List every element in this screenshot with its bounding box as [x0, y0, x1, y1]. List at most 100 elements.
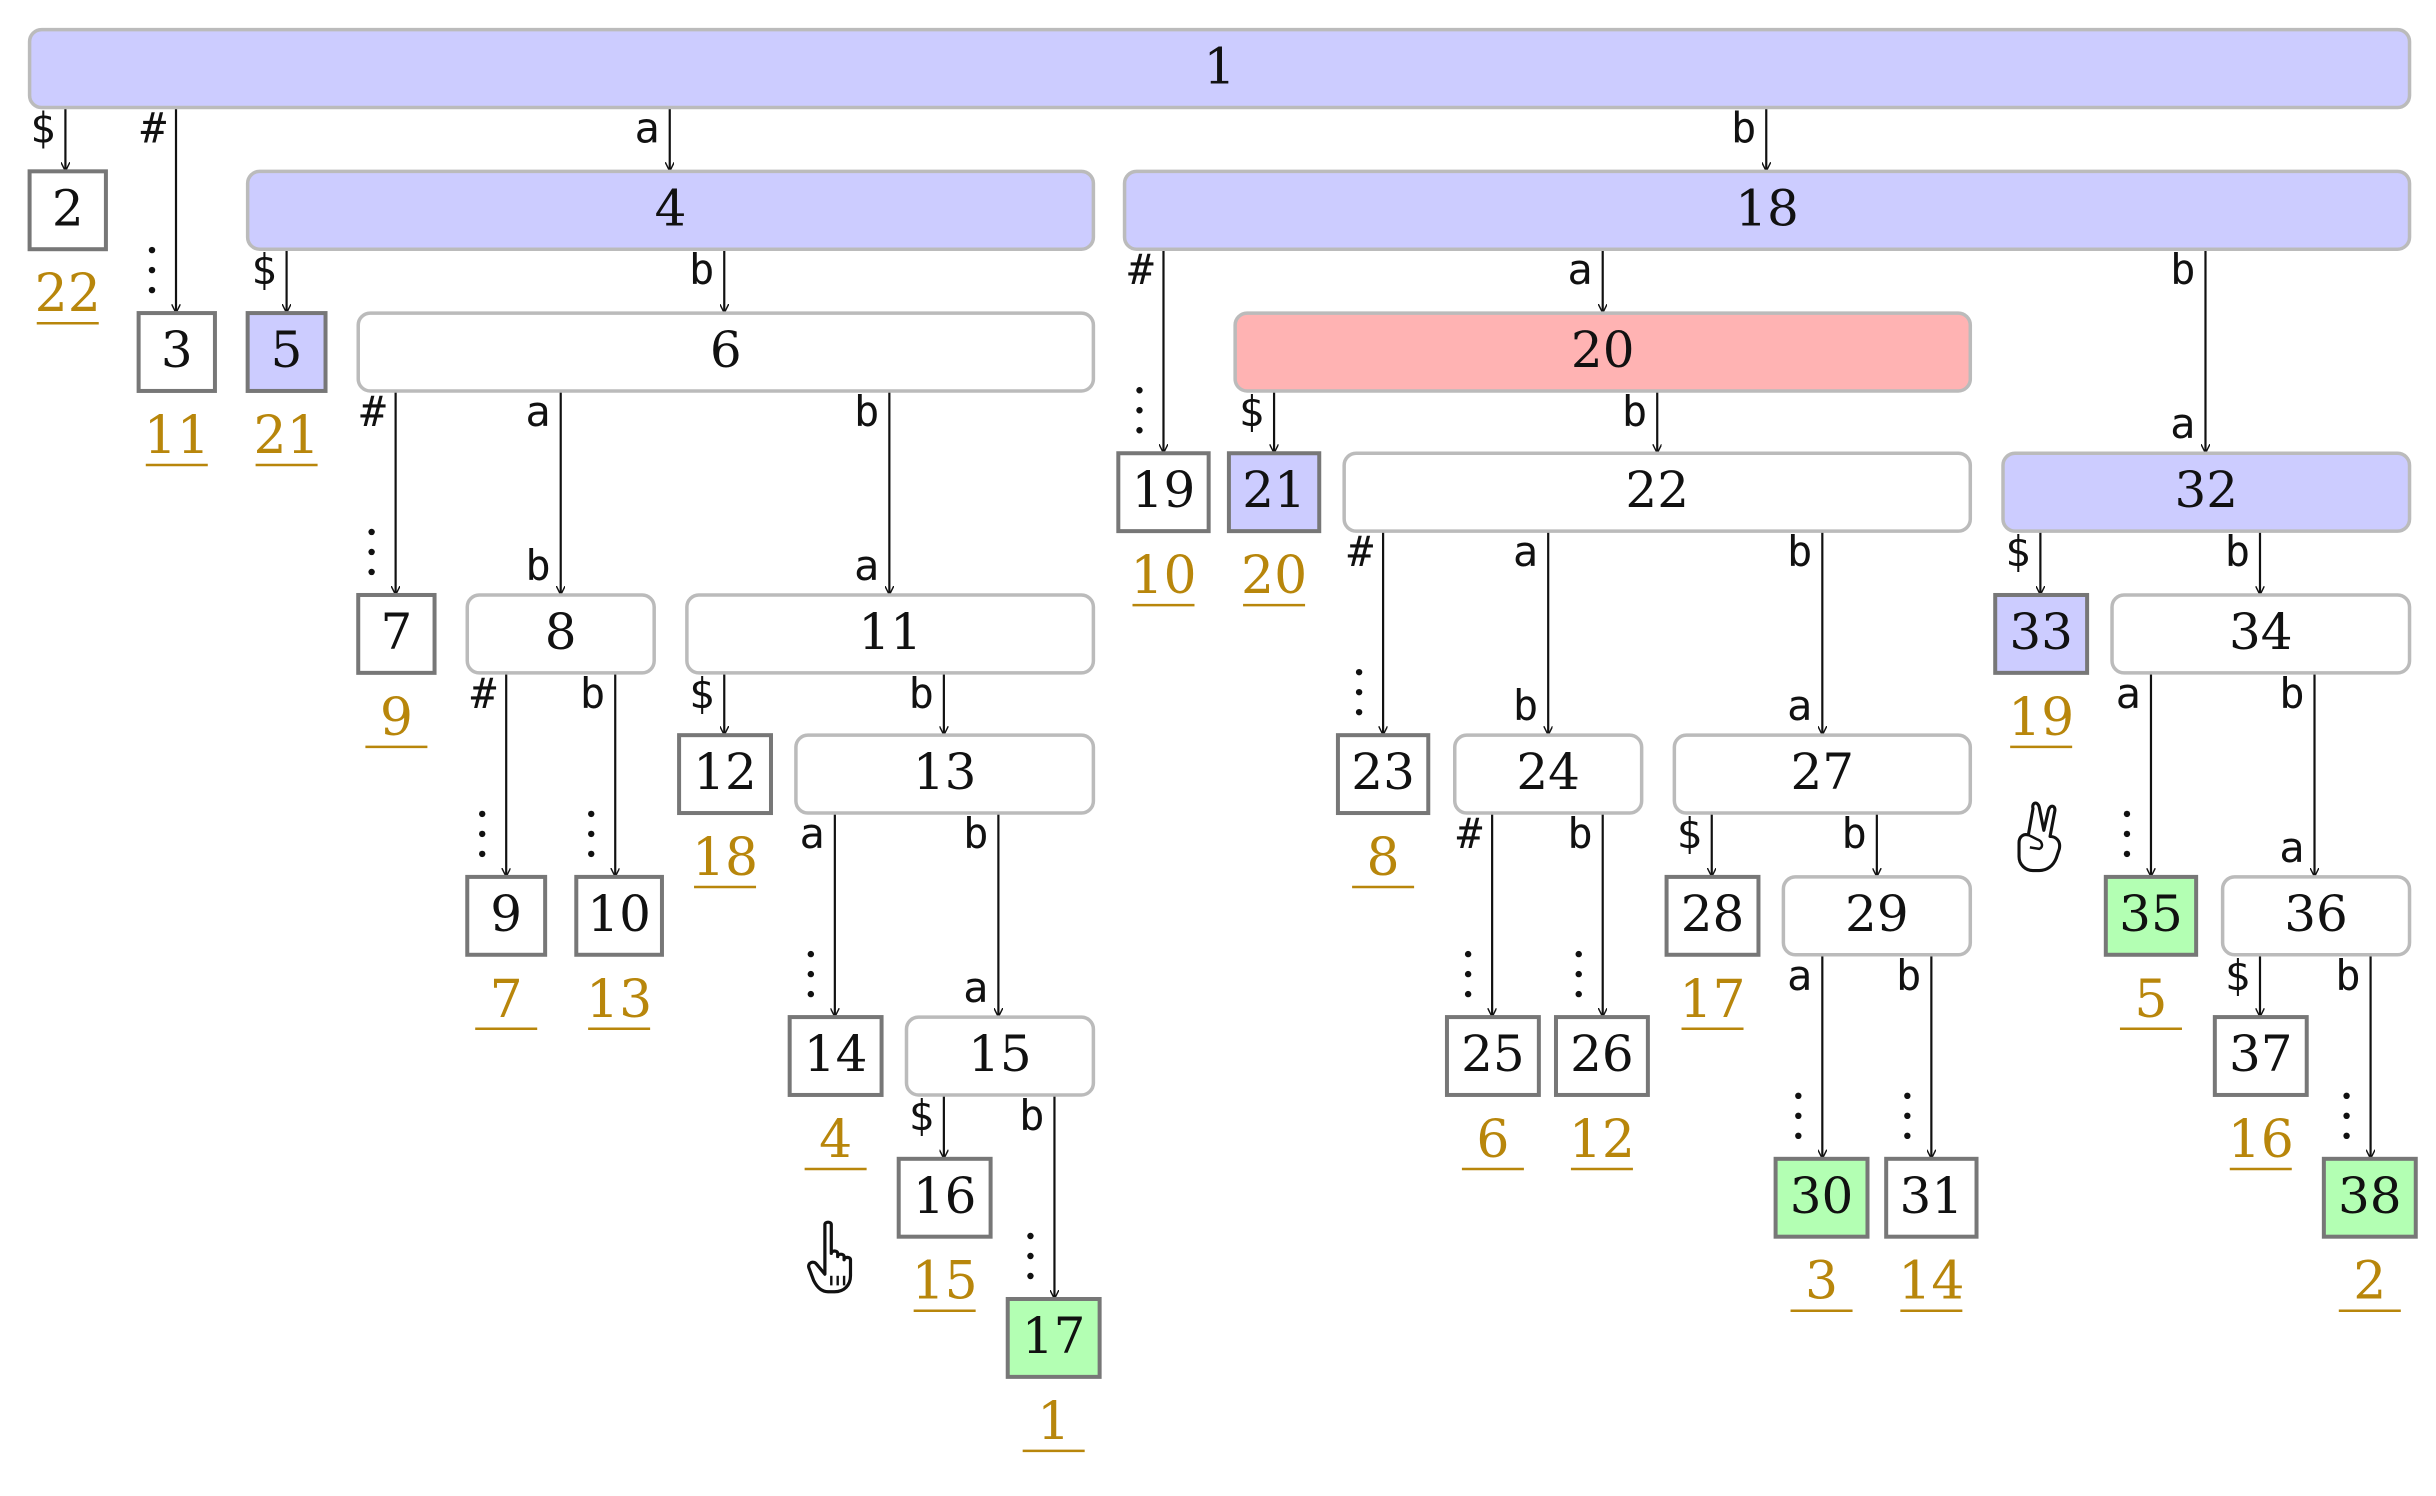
tree-edge: b	[580, 669, 615, 876]
node-label: 9	[490, 885, 522, 943]
node-box	[904, 1015, 1096, 1097]
internal-node: 29	[1781, 875, 1973, 957]
internal-node: 36	[2220, 875, 2412, 957]
node-box	[356, 311, 1096, 393]
edge-label: a	[2116, 669, 2141, 718]
leaf-node: 17	[1005, 1296, 1102, 1379]
suffix-index-label: 9	[380, 688, 413, 748]
node-label: 4	[655, 179, 687, 237]
edge-label: b	[1787, 527, 1812, 576]
ellipsis-marks	[368, 528, 375, 576]
node-box	[1781, 875, 1973, 957]
node-box	[794, 733, 1096, 815]
node-box	[465, 874, 548, 957]
tree-edge: #	[471, 669, 506, 876]
edge-label: a	[634, 103, 659, 152]
suffix-index-label: 21	[254, 406, 320, 466]
ellipsis-marks	[1795, 1092, 1802, 1140]
tree-edge: #	[141, 103, 176, 312]
suffix-index-label: 4	[819, 1110, 852, 1170]
leaf-node: 9	[465, 874, 548, 957]
node-box	[1672, 733, 1973, 815]
edge-label: #	[141, 103, 167, 152]
suffix-index-label: 2	[2353, 1252, 2386, 1312]
internal-node: 22	[1342, 451, 1973, 533]
edge-label: b	[2170, 245, 2195, 294]
node-label: 25	[1461, 1025, 1525, 1083]
edge-label: a	[1787, 951, 1812, 1000]
leaf-node: 16	[896, 1156, 993, 1239]
internal-node: 1	[27, 27, 2412, 110]
edge-label: $	[30, 103, 55, 152]
node-label: 37	[2229, 1025, 2293, 1083]
leaf-node: 28	[1664, 874, 1761, 957]
ellipsis-marks	[588, 810, 595, 858]
node-label: 29	[1845, 885, 1909, 943]
node-label: 10	[587, 885, 651, 943]
tree-edge: $	[689, 669, 724, 734]
node-box	[1444, 1015, 1541, 1097]
edge-label: b	[689, 245, 714, 294]
edge-label: b	[909, 669, 934, 718]
node-label: 35	[2119, 885, 2183, 943]
node-label: 1	[1204, 38, 1236, 96]
tree-edge: ab	[525, 387, 560, 594]
leaf-node: 21	[1226, 451, 1322, 534]
node-box	[2103, 874, 2199, 957]
leaf-node: 2	[27, 169, 108, 252]
tree-edge: b	[1842, 809, 1877, 876]
edge-label: a	[1513, 527, 1538, 576]
tree-edge: #	[1457, 809, 1492, 1016]
edge-label: b	[580, 669, 605, 718]
node-box	[1116, 451, 1211, 534]
node-box	[356, 592, 437, 675]
edge-label: a	[525, 387, 550, 436]
node-box	[1233, 311, 1973, 393]
suffix-index-label: 20	[1241, 546, 1307, 606]
tree-edge: b	[1731, 103, 1766, 170]
edge-label-second: a	[963, 963, 988, 1012]
node-label: 7	[380, 603, 412, 661]
tree-edge: a	[2116, 669, 2151, 876]
tree-edge: $	[1676, 809, 1711, 876]
ellipsis-marks	[148, 246, 156, 294]
node-box	[1452, 733, 1644, 815]
internal-node: 27	[1672, 733, 1973, 815]
leaf-node: 23	[1335, 733, 1431, 816]
edge-label: b	[1567, 809, 1592, 858]
tree-edge: b	[1019, 1091, 1054, 1298]
suffix-index-label: 3	[1805, 1252, 1838, 1312]
victory-hand-icon	[2017, 801, 2062, 873]
node-label: 5	[271, 321, 303, 379]
suffix-index-label: 17	[1679, 970, 1745, 1030]
leaf-node: 7	[356, 592, 437, 675]
ellipsis-marks	[1136, 387, 1143, 434]
node-label: 6	[710, 321, 742, 379]
node-label: 20	[1571, 321, 1635, 379]
edge-label: b	[1622, 387, 1647, 436]
node-label: 30	[1790, 1167, 1854, 1225]
suffix-index-label: 16	[2228, 1110, 2294, 1170]
node-label: 14	[804, 1025, 868, 1083]
tree-edge: #	[1348, 527, 1383, 734]
tree-edge: b	[1896, 951, 1931, 1158]
internal-node: 15	[904, 1015, 1096, 1097]
ellipsis-marks	[1355, 668, 1363, 716]
tree-edge: ba	[854, 387, 889, 594]
leaf-node: 31	[1884, 1156, 1979, 1239]
node-label: 36	[2284, 885, 2348, 943]
node-label: 21	[1242, 461, 1306, 519]
tree-edge: $	[251, 245, 286, 312]
ellipsis-marks	[1027, 1232, 1034, 1280]
edge-label: b	[1731, 103, 1756, 152]
node-label: 17	[1022, 1307, 1086, 1365]
node-label: 23	[1351, 743, 1415, 801]
node-box	[465, 593, 656, 675]
ellipsis-marks	[479, 810, 486, 858]
node-box	[787, 1015, 884, 1097]
internal-node: 13	[794, 733, 1096, 815]
node-box	[245, 169, 1096, 251]
internal-node: 6	[356, 311, 1096, 393]
node-box	[245, 311, 328, 393]
